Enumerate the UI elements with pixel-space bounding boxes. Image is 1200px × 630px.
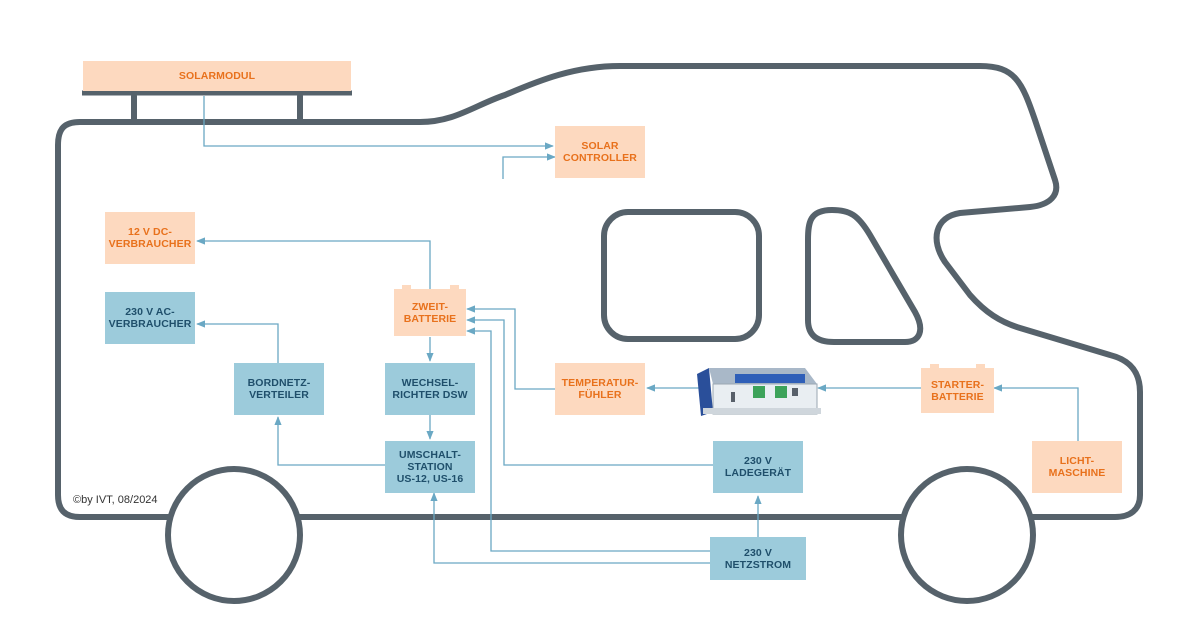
copyright-note: ©by IVT, 08/2024 <box>73 494 158 506</box>
connector-netz-to-umschalt <box>430 492 710 564</box>
temperaturfuehler-label: TEMPERATUR- FÜHLER <box>561 377 639 401</box>
zweitbatterie-label: ZWEIT- BATTERIE <box>403 300 457 325</box>
starterbatterie-terminal-right <box>976 364 985 369</box>
connector-controller-to-zweitbatterie <box>502 153 556 179</box>
zweitbatterie-terminal-right <box>450 285 459 290</box>
dc-verbraucher-label: 12 V DC- VERBRAUCHER <box>108 226 192 250</box>
wechselrichter-label: WECHSEL- RICHTER DSW <box>392 377 468 401</box>
lichtmaschine-node: LICHT- MASCHINE <box>1032 441 1122 493</box>
camper-outline <box>55 63 1143 520</box>
camper-body <box>55 63 1143 520</box>
starterbatterie-terminal-left <box>930 364 939 369</box>
window-right <box>805 207 924 345</box>
lichtmaschine-label: LICHT- MASCHINE <box>1048 455 1106 479</box>
ladegeraet-label: 230 V LADEGERÄT <box>724 455 792 479</box>
battery-terminals <box>402 285 985 369</box>
dc-verbraucher-node: 12 V DC- VERBRAUCHER <box>105 212 195 264</box>
window-left <box>601 209 762 342</box>
bordnetzverteiler-node: BORDNETZ- VERTEILER <box>234 363 324 415</box>
starterbatterie-label: STARTER- BATTERIE <box>930 378 985 403</box>
solar-controller-node: SOLAR CONTROLLER <box>555 126 645 178</box>
connector-solar-to-controller <box>203 96 554 150</box>
ladegeraet-node: 230 V LADEGERÄT <box>713 441 803 493</box>
umschaltstation-node: UMSCHALT- STATION US-12, US-16 <box>385 441 475 493</box>
connector-bordnetz-to-ac <box>196 320 279 363</box>
connector-netz-to-zweitbatterie <box>466 327 710 552</box>
ac-verbraucher-label: 230 V AC- VERBRAUCHER <box>108 306 192 330</box>
zweitbatterie-node: ZWEIT- BATTERIE <box>394 289 466 336</box>
netzstrom-node: 230 V NETZSTROM <box>710 537 806 580</box>
zweitbatterie-terminal-left <box>402 285 411 290</box>
connector-zweitbatterie-to-dc <box>196 237 431 289</box>
solar-controller-label: SOLAR CONTROLLER <box>563 140 637 164</box>
temperaturfuehler-node: TEMPERATUR- FÜHLER <box>555 363 645 415</box>
ac-verbraucher-node: 230 V AC- VERBRAUCHER <box>105 292 195 344</box>
connectors <box>196 96 1079 564</box>
bordnetzverteiler-label: BORDNETZ- VERTEILER <box>247 377 311 401</box>
solarmodul-node: SOLARMODUL <box>83 61 351 91</box>
solarmodul-label: SOLARMODUL <box>178 70 256 82</box>
booster-device-illustration <box>695 362 821 418</box>
umschaltstation-label: UMSCHALT- STATION US-12, US-16 <box>396 449 464 485</box>
netzstrom-label: 230 V NETZSTROM <box>724 546 792 571</box>
wechselrichter-node: WECHSEL- RICHTER DSW <box>385 363 475 415</box>
connector-umschalt-to-bordnetz <box>274 416 386 466</box>
wheel-front <box>165 466 303 604</box>
starterbatterie-node: STARTER- BATTERIE <box>921 368 994 413</box>
wheel-rear <box>898 466 1036 604</box>
connector-ladegeraet-to-zweitbatterie <box>466 316 713 466</box>
connector-licht-to-starter <box>993 384 1079 441</box>
connector-temp-to-zweitbatterie <box>466 305 555 390</box>
